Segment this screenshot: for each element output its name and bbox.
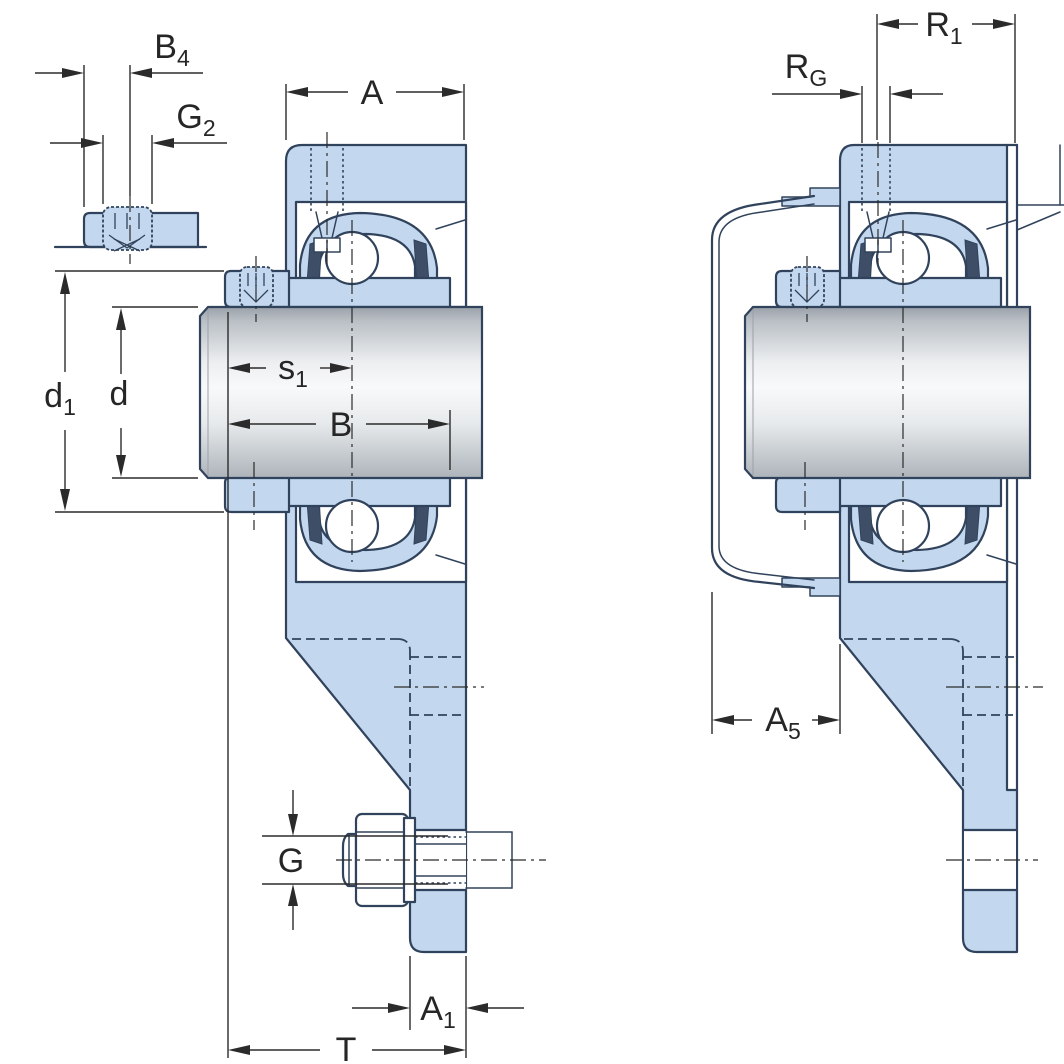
locking-collar-lower (223, 475, 291, 514)
dim-t: T (228, 1031, 466, 1064)
label-a5: A5 (765, 701, 800, 744)
end-cover (710, 187, 841, 597)
label-d1: d1 (44, 377, 76, 420)
label-g2: G2 (176, 98, 215, 141)
inner-ring-upper (285, 276, 452, 309)
dim-g2: G2 (50, 98, 227, 148)
dim-g: G (262, 790, 448, 930)
grease-screw (310, 132, 344, 264)
detail-view-locking-collar: B4 G2 (35, 28, 227, 264)
label-d: d (110, 375, 129, 413)
inner-ring-lower (836, 475, 1003, 508)
dim-a: A (285, 74, 465, 140)
set-screw-detail (108, 213, 146, 252)
label-b4: B4 (154, 28, 190, 71)
label-t: T (336, 1031, 357, 1064)
inner-ring-upper (836, 276, 1003, 309)
dim-a1: A1 (352, 956, 524, 1058)
label-rg: RG (785, 48, 827, 91)
dim-b4: B4 (35, 28, 203, 78)
dim-d: d (110, 306, 198, 479)
foot-bolt-hole (946, 828, 1038, 892)
left-view (198, 132, 546, 954)
dim-rg: RG (772, 48, 943, 143)
dim-b: B (228, 406, 451, 470)
left-view-dimensions: A s1 B d (44, 74, 524, 1064)
label-r1: R1 (925, 6, 962, 49)
label-s1: s1 (278, 349, 308, 392)
locking-collar-lower (774, 475, 842, 514)
shaft (743, 305, 1032, 480)
dim-a5: A5 (711, 592, 841, 744)
shaft (198, 305, 484, 480)
label-g: G (278, 842, 304, 880)
dim-d1: d1 (44, 270, 224, 513)
dim-r1: R1 (876, 6, 1016, 143)
right-view-dimensions: R1 RG A5 (711, 6, 1016, 744)
label-a: A (361, 74, 384, 112)
label-a1: A1 (420, 990, 455, 1033)
right-view (710, 142, 1064, 954)
grease-screw (861, 142, 892, 264)
dim-s1: s1 (228, 349, 352, 392)
label-b: B (330, 406, 353, 444)
attachment-bolt (336, 812, 546, 908)
inner-ring-lower (285, 475, 452, 508)
